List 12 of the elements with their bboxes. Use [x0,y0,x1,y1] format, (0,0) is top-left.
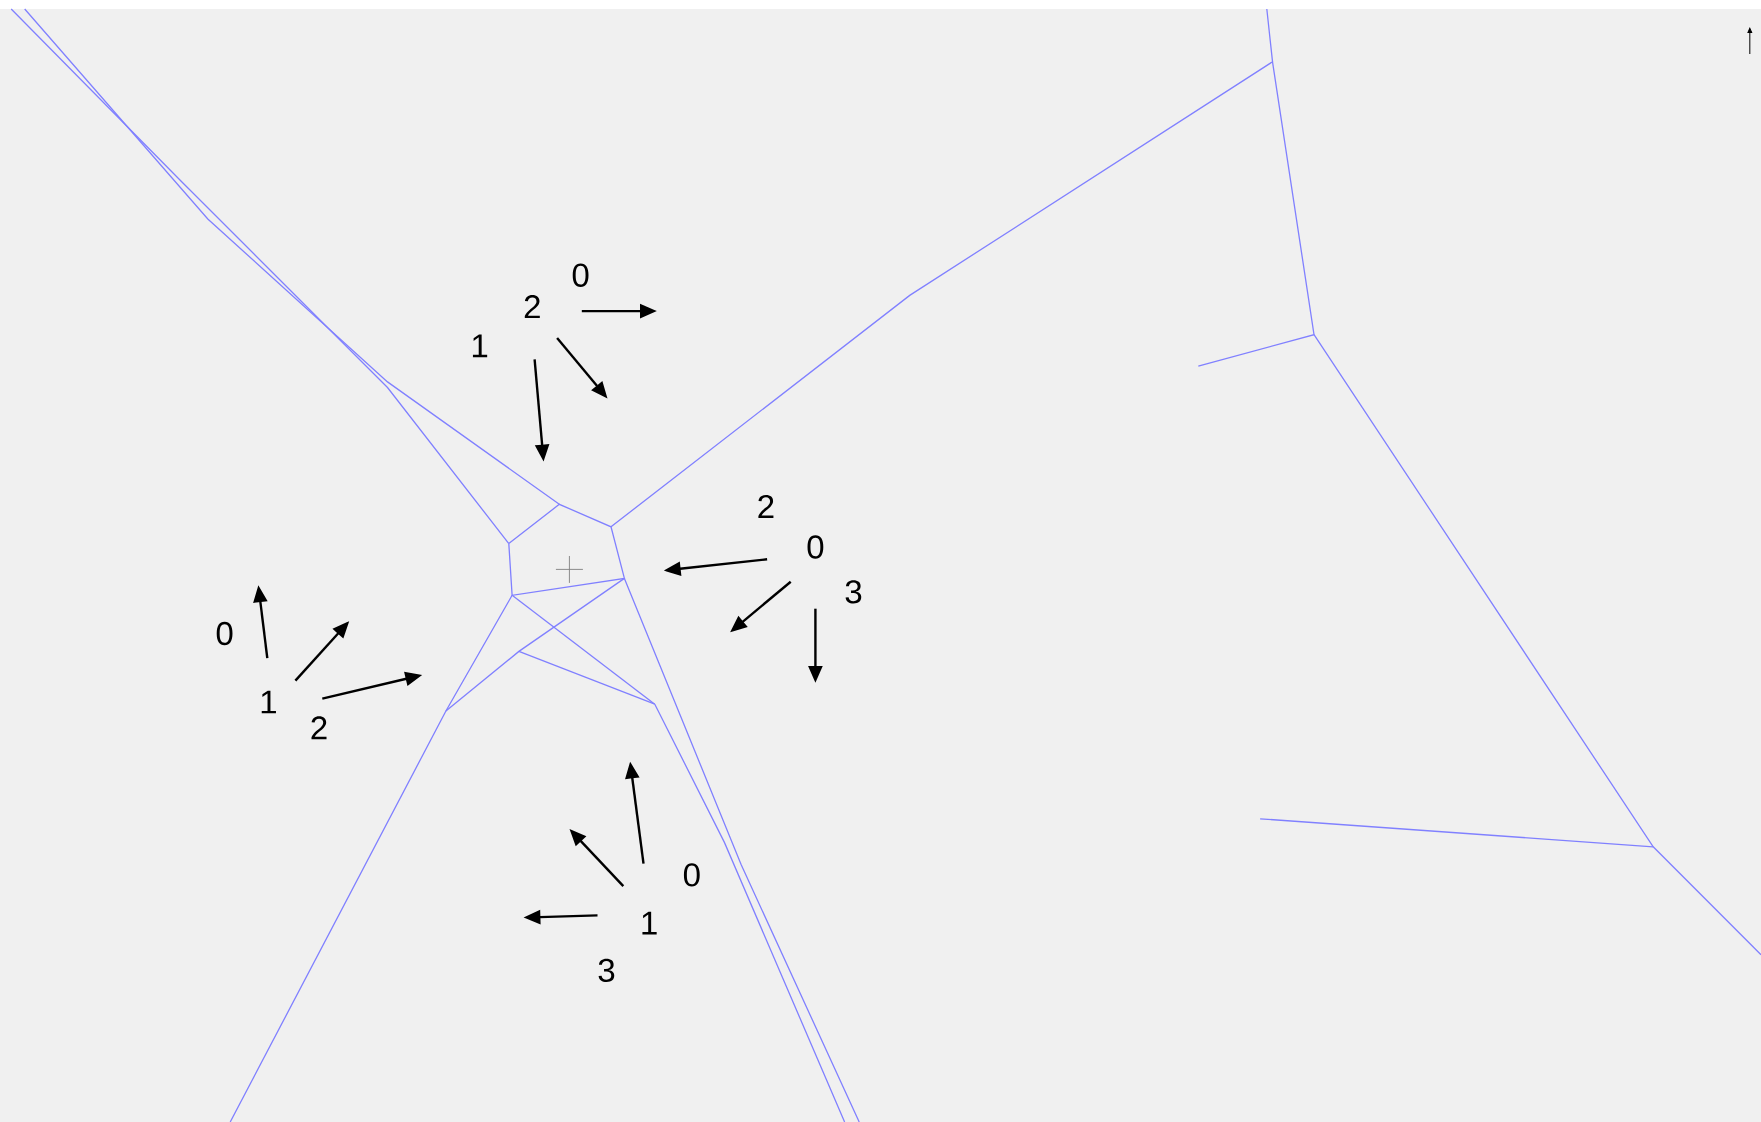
direction-number: 0 [683,863,700,887]
direction-number: 1 [261,690,276,714]
direction-number: 3 [845,580,862,604]
direction-number: 2 [524,295,540,319]
direction-number: 1 [472,334,488,358]
direction-number: 3 [598,958,615,983]
direction-number: 2 [311,716,327,740]
direction-number: 0 [216,621,233,646]
direction-number: 1 [642,911,657,935]
direction-number: 0 [572,263,589,287]
direction-number: 2 [758,495,774,518]
direction-number: 0 [807,535,824,559]
